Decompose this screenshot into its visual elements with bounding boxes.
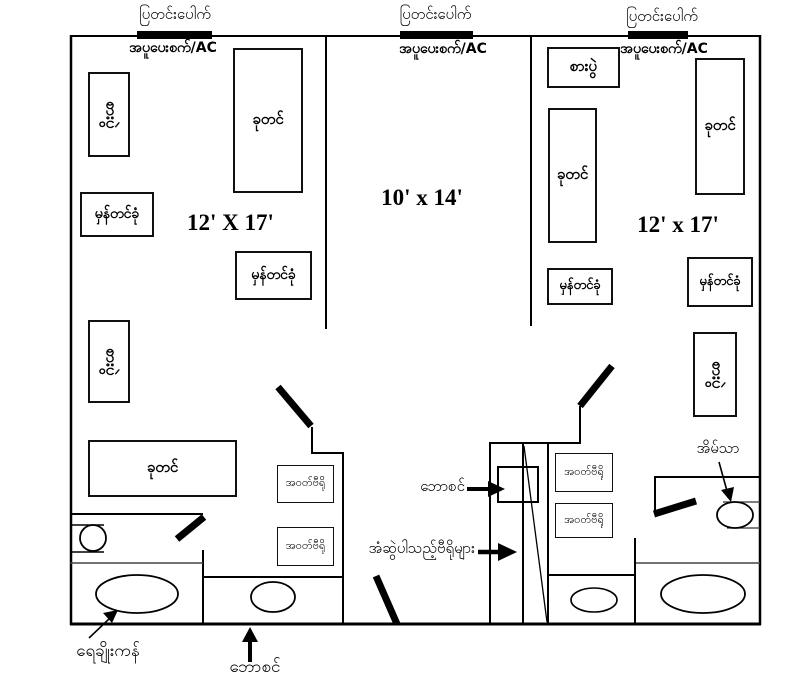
entrance-door-swing — [372, 574, 401, 626]
bathtub-arrow-icon — [88, 610, 118, 639]
bottom-basin-arrow-icon — [242, 627, 258, 662]
mirror-stand-box: မှန်တင်ခုံ — [547, 268, 613, 305]
table-label: စားပွဲ — [708, 361, 726, 388]
right-room-size-label: 12' x 17' — [637, 212, 719, 237]
window-label-middle: ပြတင်းပေါက် — [399, 5, 472, 23]
wardrobe-box: အဝတ်ဗီရို — [277, 465, 334, 503]
toilet-annotation-label: အိမ်သာ — [696, 439, 740, 457]
bed-box: ခုတင် — [233, 48, 303, 193]
window-bar-middle — [400, 31, 473, 39]
wardrobe-label: အဝတ်ဗီရို — [285, 476, 326, 489]
right-sink-ellipse — [570, 587, 618, 613]
basin-arrow-icon — [467, 481, 505, 497]
bed-label: ခုတင် — [252, 109, 284, 128]
closet-diagonal-line — [523, 445, 548, 623]
mirror-stand-box: မှန်တင်ခုံ — [235, 251, 312, 300]
bed-box: ခုတင် — [695, 58, 745, 195]
mirror-stand-label: မှန်တင်ခုံ — [699, 273, 741, 289]
bed-label: ခုတင် — [146, 457, 179, 476]
basin-square — [497, 466, 539, 503]
wardrobe-label: အဝတ်ဗီရို — [285, 538, 326, 552]
right-bath-door-swing — [652, 497, 698, 518]
heater-ac-label-right: အပူပေးစက်/AC — [620, 41, 708, 57]
left-bath-door-swing — [174, 514, 207, 542]
mirror-stand-label: မှန်တင်ခုံ — [559, 278, 601, 293]
left-bathtub-ellipse — [95, 574, 179, 614]
bed-label: ခုတင် — [704, 115, 736, 134]
drawer-cabinets-annotation-label: အံဆွဲပါသည့်ဗီရိုများ — [368, 539, 475, 557]
left-toilet-ellipse — [79, 524, 107, 552]
bed-box: ခုတင် — [88, 440, 237, 497]
mirror-stand-label: မှန်တင်ခုံ — [94, 206, 140, 222]
heater-ac-label-left: အပူပေးစက်/AC — [129, 40, 217, 56]
table-label: စားပွဲ — [102, 348, 120, 375]
table-box: စားပွဲ — [547, 47, 620, 88]
toilet-arrow-icon — [718, 461, 734, 502]
middle-room-size-label: 10' x 14' — [381, 185, 463, 210]
right-room-door-swing — [577, 363, 615, 409]
table-box: စားပွဲ — [88, 320, 130, 403]
heater-ac-label-middle: အပူပေးစက်/AC — [399, 41, 487, 57]
table-box: စားပွဲ — [693, 332, 737, 417]
left-room-size-label: 12' X 17' — [187, 210, 274, 235]
right-toilet-ellipse — [716, 501, 754, 529]
bathtub-annotation-label: ရေချိုးကန် — [76, 641, 140, 661]
table-label: စားပွဲ — [102, 101, 120, 128]
drawer-cabinets-arrow-icon — [478, 543, 517, 561]
wardrobe-label: အဝတ်ဗီရို — [564, 512, 604, 526]
window-label-right: ပြတင်းပေါက် — [626, 7, 698, 25]
basin-annotation-label: ဘောစင် — [420, 477, 465, 495]
mirror-stand-box: မှန်တင်ခုံ — [80, 192, 154, 237]
table-label: စားပွဲ — [570, 56, 597, 75]
mirror-stand-box: မှန်တင်ခုံ — [687, 257, 753, 307]
wardrobe-box: အဝတ်ဗီရို — [555, 503, 613, 538]
left-room-door-swing — [275, 384, 314, 429]
mid-sink-ellipse — [250, 581, 296, 613]
window-bar-left — [137, 31, 212, 39]
bed-box: ခုတင် — [548, 108, 597, 243]
table-box: စားပွဲ — [88, 72, 130, 157]
wardrobe-label: အဝတ်ဗီရို — [564, 464, 604, 478]
wardrobe-box: အဝတ်ဗီရို — [555, 453, 613, 492]
wardrobe-box: အဝတ်ဗီရို — [277, 527, 334, 566]
window-label-left: ပြတင်းပေါက် — [139, 5, 211, 23]
right-bathtub-ellipse — [660, 574, 746, 614]
bottom-basin-annotation-label: ဘောစင် — [229, 657, 281, 677]
window-bar-right — [628, 31, 688, 39]
mirror-stand-label: မှန်တင်ခုံ — [251, 267, 296, 283]
bed-label: ခုတင် — [556, 164, 589, 183]
